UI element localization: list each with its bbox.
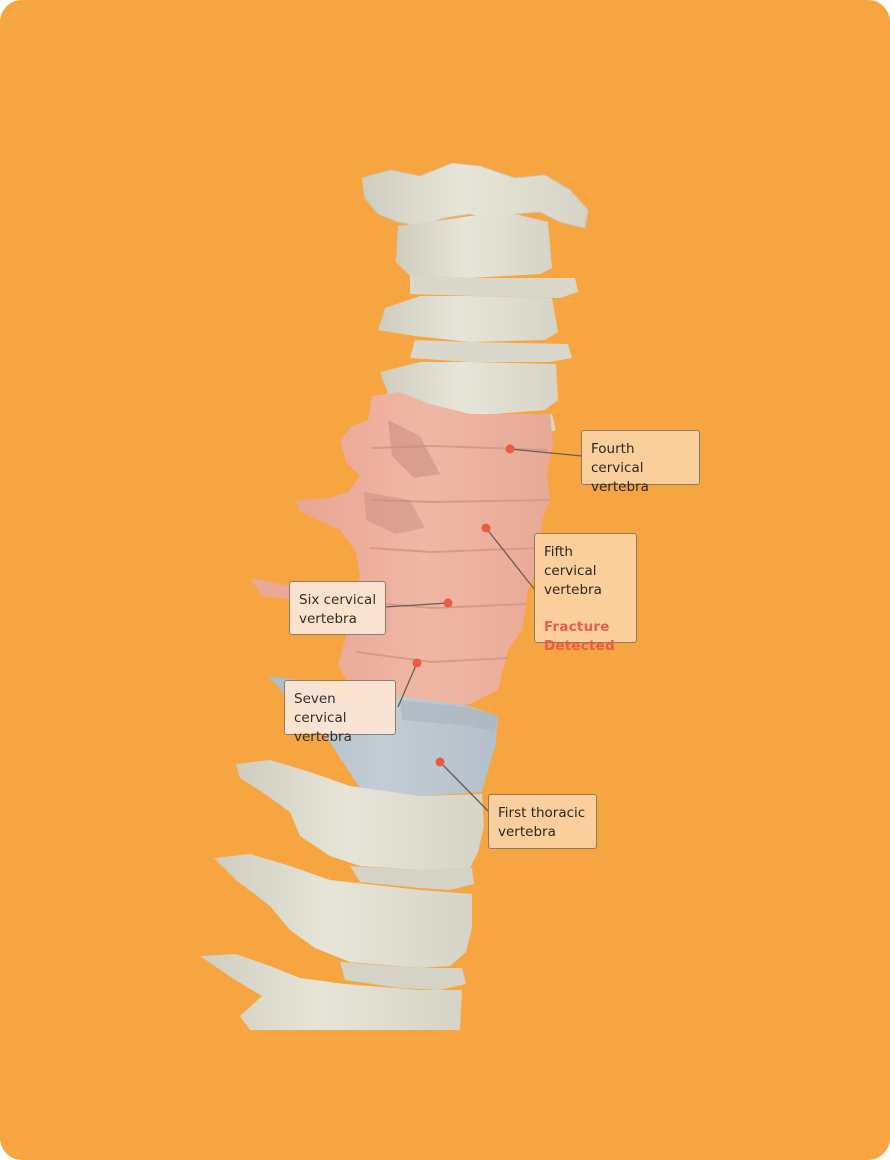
lower-thoracic-bones	[200, 760, 484, 1030]
highlighted-cervical-vertebrae[interactable]	[250, 392, 553, 708]
leader-line-fifth	[485, 527, 536, 591]
label-seven-line2: vertebra	[294, 729, 352, 745]
leader-line-six	[384, 602, 449, 608]
label-fourth-cervical[interactable]: Fourth cervical vertebra	[581, 430, 700, 495]
label-seven-line1: Seven cervical	[294, 691, 347, 726]
marker-six-cervical[interactable]	[443, 598, 453, 608]
fracture-alert: Fracture Detected	[544, 619, 615, 654]
label-first-thoracic[interactable]: First thoracic vertebra	[488, 794, 597, 849]
label-six-cervical[interactable]: Six cervical vertebra	[289, 581, 386, 635]
label-fourth-line2: vertebra	[591, 479, 649, 495]
leader-line-seven	[397, 662, 418, 708]
leader-line-fourth	[509, 448, 583, 457]
marker-seven-cervical[interactable]	[412, 658, 422, 668]
label-leader-lines	[384, 448, 583, 813]
label-fourth-line1: Fourth cervical	[591, 441, 644, 476]
label-fifth-line1: Fifth cervical	[544, 544, 597, 579]
label-fifth-cervical[interactable]: Fifth cervical vertebra Fracture Detecte…	[534, 533, 637, 654]
vertebra-markers	[412, 444, 515, 767]
label-six-line2: vertebra	[299, 611, 357, 627]
label-first-thoracic-line2: vertebra	[498, 824, 556, 840]
label-fifth-line2: vertebra	[544, 582, 602, 598]
leader-line-first-thoracic	[439, 761, 490, 813]
label-six-line1: Six cervical	[299, 592, 377, 608]
label-seven-cervical[interactable]: Seven cervical vertebra	[284, 680, 396, 745]
marker-first-thoracic[interactable]	[435, 757, 445, 767]
label-first-thoracic-line1: First thoracic	[498, 805, 586, 821]
marker-fourth-cervical[interactable]	[505, 444, 515, 454]
marker-fifth-cervical[interactable]	[481, 523, 491, 533]
